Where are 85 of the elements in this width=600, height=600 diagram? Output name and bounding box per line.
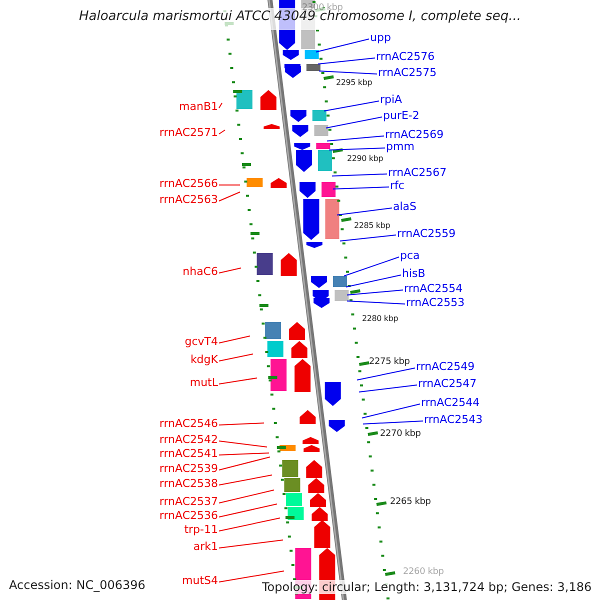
leader-line [218, 336, 250, 344]
gene-label: rrnAC2549 [416, 360, 475, 373]
gene-label: hisB [402, 267, 426, 280]
gene-label: rrnAC2563 [159, 193, 218, 206]
gene-label: nhaC6 [182, 265, 218, 278]
leader-line [218, 518, 280, 532]
leader-line [326, 136, 384, 142]
leader-line [218, 102, 222, 108]
leader-line [356, 368, 416, 380]
leader-line [218, 452, 270, 456]
leader-line [362, 420, 424, 424]
gene-label: purE-2 [383, 109, 420, 122]
gene-label: ark1 [193, 540, 218, 553]
leader-line [218, 570, 284, 582]
leader-line [346, 274, 402, 288]
gene-label: pmm [386, 140, 414, 153]
gene-label: mutS4 [182, 574, 218, 587]
gene-label: pca [400, 249, 420, 262]
leader-line [218, 184, 240, 186]
leader-line [218, 440, 268, 448]
gene-label: upp [370, 31, 391, 44]
scale-label: 2285 kbp [354, 221, 390, 231]
gene-label: alaS [393, 200, 417, 213]
gene-label: rrnAC2547 [418, 377, 477, 390]
gene-label: rrnAC2567 [388, 166, 447, 179]
gene-label: rrnAC2538 [159, 477, 218, 490]
gene-label: rrnAC2539 [159, 462, 218, 475]
leader-line [344, 256, 400, 276]
leader-line [324, 100, 380, 112]
leader-line [218, 268, 242, 274]
leader-line [218, 378, 258, 384]
sequence-summary: Topology: circular; Length: 3,131,724 bp; Genes: 3,186 [262, 580, 592, 594]
gene-label: rrnAC2536 [159, 509, 218, 522]
gene-label: rrnAC2571 [159, 126, 218, 139]
gene-label: gcvT4 [184, 335, 218, 348]
leader-line [316, 38, 370, 52]
leader-line [218, 456, 270, 470]
leader-line [218, 422, 264, 426]
leader-line [318, 58, 376, 64]
leader-line [332, 174, 388, 176]
gene-label: rrnAC2569 [385, 128, 444, 141]
scale-label: 2260 kbp [403, 567, 444, 577]
gene-label: rrnAC2559 [397, 227, 456, 240]
gene-label: rrnAC2553 [406, 296, 465, 309]
scale-label: 2280 kbp [362, 314, 398, 324]
accession-note: Accession: NC_006396 [9, 578, 146, 592]
leader-line [218, 192, 240, 202]
gene-label: rrnAC2537 [159, 495, 218, 508]
leader-line [362, 404, 420, 418]
gene-label: kdgK [190, 353, 218, 366]
leader-line [318, 70, 378, 74]
gene-label: mutL [190, 376, 218, 389]
gene-label: rrnAC2566 [159, 177, 218, 190]
scale-label: 2275 kbp [369, 357, 410, 367]
leader-line [218, 504, 278, 518]
gene-label: rfc [390, 179, 404, 192]
leader-line [326, 116, 382, 128]
leader-line [340, 234, 396, 242]
gene-label: rrnAC2546 [159, 417, 218, 430]
gene-label: rrnAC2554 [404, 282, 463, 295]
gene-label: rrnAC2542 [159, 433, 218, 446]
gene-label: rrnAC2575 [378, 66, 437, 79]
scale-label: 2295 kbp [336, 78, 372, 88]
scale-label: 2290 kbp [347, 154, 384, 164]
leader-line [346, 290, 404, 296]
leader-line [218, 474, 272, 486]
leader-line [358, 384, 418, 392]
gene-label: manB1 [179, 100, 218, 113]
leader-line [346, 300, 406, 304]
leader-line [218, 354, 254, 362]
leader-line [328, 148, 386, 150]
gene-label: rpiA [380, 93, 402, 106]
leader-line [218, 130, 226, 134]
leader-line [218, 540, 284, 548]
gene-label: rrnAC2544 [421, 396, 480, 409]
gene-label: rrnAC2541 [159, 447, 218, 460]
title: Haloarcula marismortui ATCC 43049 chromosome I, complete seq... [78, 9, 522, 24]
gene-label: rrnAC2543 [424, 413, 483, 426]
leader-line [218, 490, 274, 504]
leader-line [336, 208, 392, 216]
scale-label: 2270 kbp [380, 429, 421, 439]
gene-label: trp-11 [184, 523, 218, 536]
scale-label: 2265 kbp [390, 497, 431, 507]
leader-line [332, 186, 390, 190]
gene-label: rrnAC2576 [376, 50, 435, 63]
